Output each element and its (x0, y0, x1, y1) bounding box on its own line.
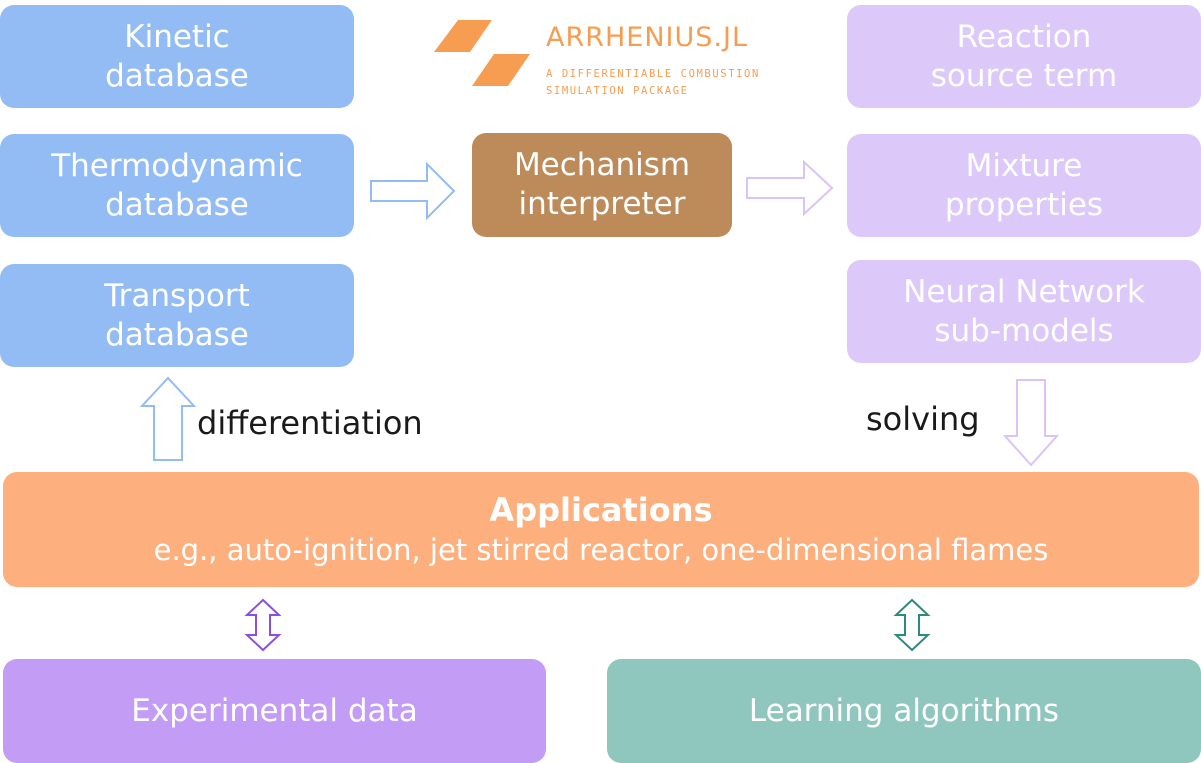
applications-title: Applications (489, 491, 713, 530)
neural-network-submodels-box: Neural Network sub-models (847, 260, 1201, 363)
applications-box: Applications e.g., auto-ignition, jet st… (3, 472, 1199, 587)
mechanism-interpreter-line1: Mechanism (513, 147, 691, 184)
logo-subtitle-line2: SIMULATION PACKAGE (546, 84, 689, 97)
right-arrow-icon (370, 161, 456, 221)
down-arrow-icon (1002, 379, 1060, 467)
reaction-source-term-line1: Reaction (956, 18, 1092, 55)
kinetic-database-line1: Kinetic (124, 18, 230, 55)
differentiation-label: differentiation (197, 404, 423, 442)
solving-label: solving (866, 400, 980, 438)
thermodynamic-database-line1: Thermodynamic (51, 147, 303, 184)
double-arrow-icon (244, 598, 282, 652)
mixture-properties-box: Mixture properties (847, 134, 1201, 237)
neural-network-submodels-line2: sub-models (934, 312, 1114, 349)
kinetic-database-line2: database (105, 57, 249, 94)
up-arrow-icon (139, 376, 197, 461)
transport-database-box: Transport database (0, 264, 354, 367)
learning-algorithms-label: Learning algorithms (748, 692, 1060, 729)
thermodynamic-database-box: Thermodynamic database (0, 134, 354, 237)
arrhenius-logo-icon (434, 20, 530, 86)
mechanism-interpreter-line2: interpreter (518, 186, 686, 222)
learning-algorithms-box: Learning algorithms (607, 659, 1201, 763)
transport-database-line2: database (105, 316, 249, 353)
transport-database-line1: Transport (104, 277, 250, 314)
reaction-source-term-box: Reaction source term (847, 5, 1201, 108)
logo-subtitle-line1: A DIFFERENTIABLE COMBUSTION (546, 68, 760, 80)
neural-network-submodels-line1: Neural Network (903, 273, 1145, 310)
logo-subtitle: A DIFFERENTIABLE COMBUSTION SIMULATION P… (546, 66, 760, 100)
double-arrow-icon (893, 598, 931, 652)
mixture-properties-line1: Mixture (965, 147, 1083, 184)
experimental-data-label: Experimental data (131, 692, 418, 729)
experimental-data-box: Experimental data (3, 659, 546, 763)
kinetic-database-box: Kinetic database (0, 5, 354, 108)
mixture-properties-line2: properties (944, 186, 1104, 223)
reaction-source-term-line2: source term (930, 57, 1118, 94)
right-arrow-icon (746, 159, 834, 217)
logo-title: ARRHENIUS.JL (546, 22, 749, 53)
applications-subtitle: e.g., auto-ignition, jet stirred reactor… (153, 533, 1049, 568)
mechanism-interpreter-box: Mechanism interpreter (472, 133, 732, 237)
thermodynamic-database-line2: database (105, 186, 249, 223)
